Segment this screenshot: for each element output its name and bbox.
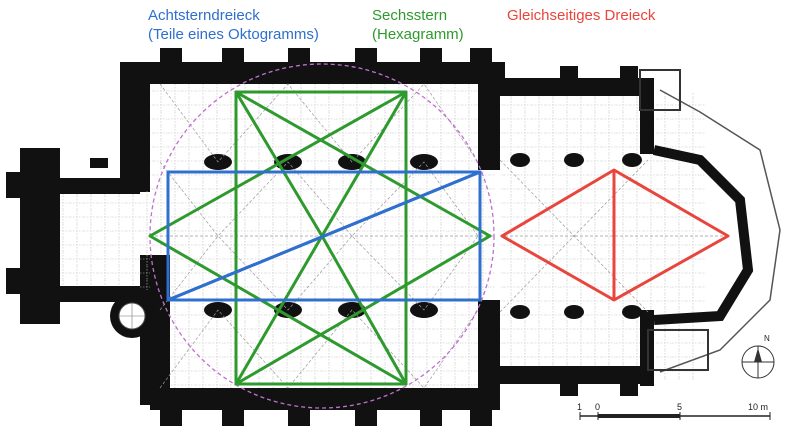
legend-hexagram: Sechsstern (Hexagramm) bbox=[372, 6, 464, 44]
legend-eight-star-subtitle: (Teile eines Oktogramms) bbox=[148, 26, 319, 43]
hexagram-triangle-left bbox=[234, 90, 492, 386]
scale-label-5: 5 bbox=[677, 402, 683, 412]
legend-equilateral-title: Gleichseitiges Dreieck bbox=[507, 7, 656, 24]
legend-hexagram-title: Sechsstern bbox=[372, 7, 448, 24]
choir bbox=[495, 66, 781, 396]
nave bbox=[120, 48, 505, 426]
west-tower bbox=[6, 148, 154, 338]
hexagram bbox=[148, 90, 492, 386]
legend-equilateral: Gleichseitiges Dreieck bbox=[507, 6, 655, 25]
scale-label-0: 0 bbox=[595, 402, 601, 412]
hexagram-triangle-right bbox=[148, 90, 408, 386]
legend-hexagram-subtitle: (Hexagramm) bbox=[372, 26, 464, 43]
compass-icon bbox=[741, 345, 775, 379]
equilateral-triangle bbox=[500, 168, 730, 302]
eight-star-triangle-2 bbox=[166, 170, 482, 302]
scale-bar bbox=[579, 412, 771, 420]
compass-north-label: N bbox=[764, 334, 770, 343]
legend-eight-star: Achtsterndreieck (Teile eines Oktogramms… bbox=[148, 6, 319, 44]
eight-star-triangles bbox=[166, 170, 482, 302]
scale-label-1: 1 bbox=[577, 402, 583, 412]
equilateral-rhombus bbox=[500, 168, 730, 302]
scale-label-10m: 10 m bbox=[748, 402, 769, 412]
legend-eight-star-title: Achtsterndreieck bbox=[148, 7, 260, 24]
